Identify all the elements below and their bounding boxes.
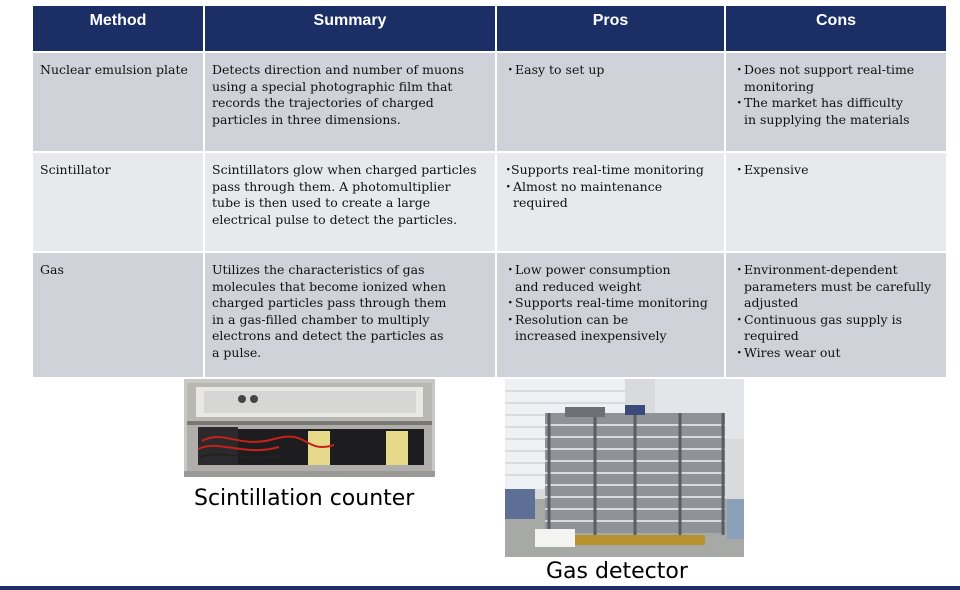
list-item: ・Environment-dependent parameters must b…: [733, 262, 932, 310]
row-scintillator-summary: Scintillators glow when charged particle…: [205, 153, 495, 251]
row-scintillator-method: Scintillator: [33, 153, 203, 251]
gas-detector-illustration: [505, 379, 744, 557]
row-emulsion-method: Nuclear emulsion plate: [33, 53, 203, 151]
row-scintillator-cons: ・Expensive: [726, 153, 946, 251]
scintillation-counter-illustration: [184, 379, 435, 477]
row-emulsion-pros: ・Easy to set up: [497, 53, 724, 151]
header-pros: Pros: [497, 6, 724, 51]
scintillation-counter-caption: Scintillation counter: [194, 486, 415, 511]
header-summary: Summary: [205, 6, 495, 51]
list-item: ・Expensive: [733, 162, 809, 177]
header-cons: Cons: [726, 6, 946, 51]
row-gas-cons: ・Environment-dependent parameters must b…: [726, 253, 946, 377]
row-gas-method: Gas: [33, 253, 203, 377]
header-method: Method: [33, 6, 203, 51]
list-item: ・Does not support real-time monitoring: [733, 62, 915, 94]
comparison-table: Method Summary Pros Cons Nuclear emulsio…: [33, 6, 946, 377]
list-item: ・Continuous gas supply is required: [733, 311, 902, 344]
gas-detector-caption: Gas detector: [546, 559, 688, 584]
row-emulsion-summary: Detects direction and number of muons us…: [205, 53, 495, 151]
row-gas-summary: Utilizes the characteristics of gas mole…: [205, 253, 495, 377]
row-gas-pros: ・Low power consumption and reduced weigh…: [497, 253, 724, 377]
list-item: ・Resolution can be increased inexpensive…: [504, 311, 667, 344]
gas-detector-photo: [505, 379, 744, 557]
scintillation-counter-photo: [184, 379, 435, 477]
row-scintillator-pros: ・Supports real-time monitoring ・Almost n…: [497, 153, 724, 251]
list-item: ・Almost no maintenance required: [502, 178, 663, 211]
list-item: ・Supports real-time monitoring: [504, 295, 708, 310]
list-item: ・The market has difficulty in supplying …: [733, 95, 910, 127]
list-item: ・Easy to set up: [504, 62, 605, 77]
list-item: ・Wires wear out: [733, 344, 841, 360]
row-emulsion-cons: ・Does not support real-time monitoring ・…: [726, 53, 946, 151]
bottom-divider: [0, 586, 960, 590]
list-item: ・Low power consumption and reduced weigh…: [504, 262, 671, 294]
list-item: ・Supports real-time monitoring: [502, 162, 704, 177]
